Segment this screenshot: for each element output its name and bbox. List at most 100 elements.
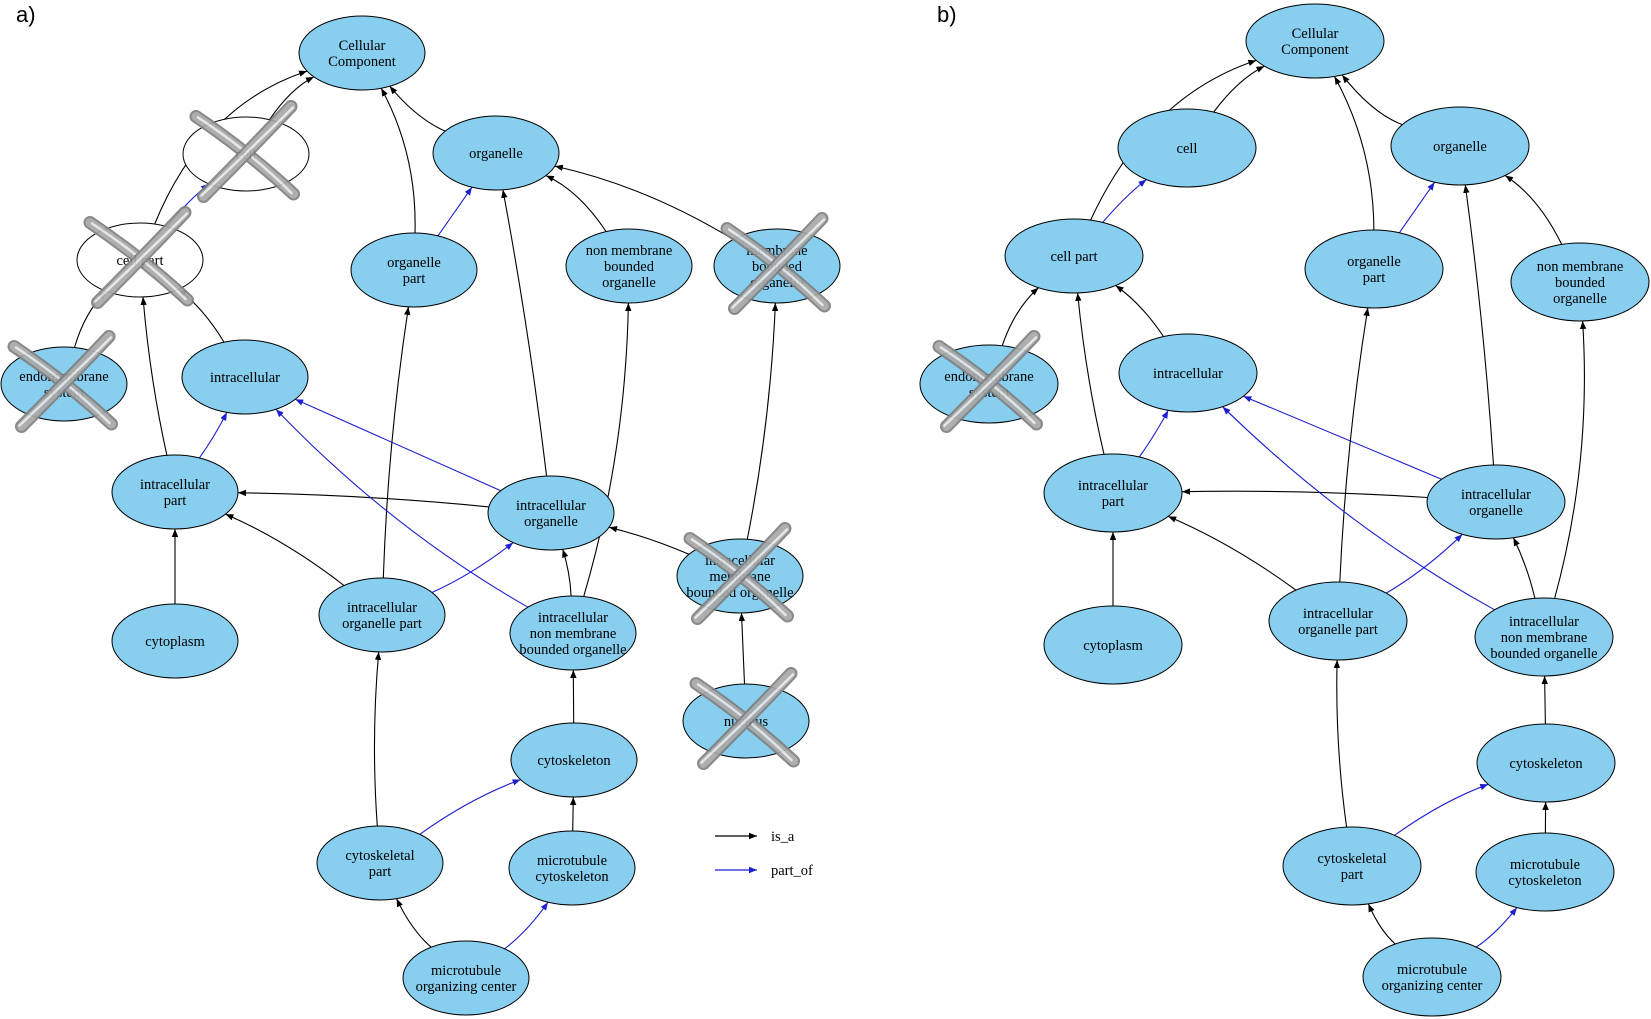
node-ellipse <box>111 603 239 679</box>
node-ellipse <box>1476 723 1616 803</box>
node-label: organelle <box>469 146 523 162</box>
node-ellipse <box>508 830 636 906</box>
edge-part-of-mtoc-to-mtcytosk <box>1475 907 1518 948</box>
node-label: bounded <box>1555 275 1606 291</box>
legend-part-of-label: part_of <box>771 863 813 879</box>
edge-part-of-orgpart-to-organelle <box>437 186 473 237</box>
node-ellipse <box>298 15 426 91</box>
node-label: intracellular <box>516 498 586 514</box>
panel-a-label: a) <box>16 2 36 27</box>
node-label: intracellular <box>1153 366 1223 382</box>
edge-part-of-icpart-to-intracellular <box>1138 410 1169 458</box>
node-label: microtubule <box>431 963 501 979</box>
edge-is-a-mtoc-to-cytoskpart <box>1367 903 1396 945</box>
node-label: intracellular <box>1509 614 1579 630</box>
edge-part-of-orgpart-to-organelle <box>1398 181 1436 234</box>
panel-a-cross-marks <box>7 100 831 770</box>
panel-b-label: b) <box>937 2 957 27</box>
node-ellipse <box>1118 333 1258 413</box>
node-label: cytoplasm <box>1083 638 1143 654</box>
node-ellipse <box>509 595 637 671</box>
node-intracellular: intracellular <box>1118 333 1258 413</box>
removed-node-cross-icon <box>7 330 118 433</box>
node-label: non membrane <box>530 626 617 642</box>
node-label: intracellular <box>1303 606 1373 622</box>
edge-is-a-organelle-to-cc <box>389 85 446 132</box>
removed-node-cross-icon <box>932 330 1043 433</box>
node-ellipse <box>111 454 239 530</box>
edge-is-a-orgpart-to-cc <box>1334 76 1375 231</box>
edge-is-a-orgpart-to-cc <box>380 87 416 234</box>
node-label: intracellular <box>538 610 608 626</box>
edge-is-a-icorg-to-organelle <box>1463 184 1495 466</box>
edge-is-a-nucleus-to-icmbo <box>738 612 746 685</box>
node-cytoplasm: cytoplasm <box>1043 605 1183 685</box>
node-label: organizing center <box>1382 978 1483 994</box>
edge-part-of-cellpart-to-cell <box>1102 179 1147 223</box>
edge-part-of-icnmbo-to-intracellular <box>1222 406 1495 611</box>
node-ellipse <box>432 115 560 191</box>
node-label: cell <box>1177 141 1198 157</box>
edge-is-a-cytoskpart-to-icorgpart <box>1333 659 1348 828</box>
node-ellipse <box>1268 581 1408 661</box>
edge-is-a-nmbo-to-organelle <box>1504 175 1563 245</box>
node-label: organelle <box>387 255 441 271</box>
edge-is-a-mtcytosk-to-cytoskeleton <box>569 796 577 832</box>
node-ellipse <box>318 577 446 653</box>
node-ellipse <box>316 825 444 901</box>
node-ellipse <box>1043 453 1183 533</box>
node-label: bounded organelle <box>519 642 626 658</box>
node-cytoskeleton: cytoskeleton <box>510 722 638 798</box>
edge-is-a-organelle-to-cc <box>1341 74 1403 126</box>
node-ellipse <box>1474 597 1614 677</box>
node-label: cell part <box>1050 249 1097 265</box>
node-label: intracellular <box>1078 478 1148 494</box>
node-label: non membrane <box>586 243 673 259</box>
node-cytoplasm: cytoplasm <box>111 603 239 679</box>
node-cytoskeleton: cytoskeleton <box>1476 723 1616 803</box>
node-label: microtubule <box>1510 857 1580 873</box>
removed-node-cross-icon <box>720 212 831 315</box>
node-ellipse <box>1245 3 1385 79</box>
legend-is-a-label: is_a <box>771 829 795 845</box>
node-organelle: organelle <box>1390 106 1530 186</box>
edge-is-a-cell-to-cc <box>269 76 315 121</box>
node-ellipse <box>1390 106 1530 186</box>
node-label: part <box>1341 867 1364 883</box>
node-organelle: organelle <box>432 115 560 191</box>
node-label: part <box>1102 494 1125 510</box>
node-cell-part: cell part <box>1004 218 1144 294</box>
node-ellipse <box>1362 937 1502 1017</box>
node-label: organelle <box>602 275 656 291</box>
node-label: organelle <box>524 514 578 530</box>
node-ellipse <box>350 232 478 308</box>
edge-is-a-mbo-to-organelle <box>554 164 734 240</box>
node-label: non membrane <box>1501 630 1588 646</box>
edge-is-a-icpart-to-cellpart <box>1075 292 1105 455</box>
node-cell: cell <box>1117 108 1257 188</box>
node-label: intracellular <box>140 477 210 493</box>
edge-is-a-icpart-to-cellpart <box>140 296 168 456</box>
edge-is-a-icorgpart-to-orgpart <box>1339 307 1370 583</box>
node-label: non membrane <box>1537 259 1624 275</box>
edge-legend: is_a part_of <box>715 829 813 879</box>
edge-part-of-mtoc-to-mtcytosk <box>504 901 549 950</box>
removed-node-cross-icon <box>83 206 194 309</box>
